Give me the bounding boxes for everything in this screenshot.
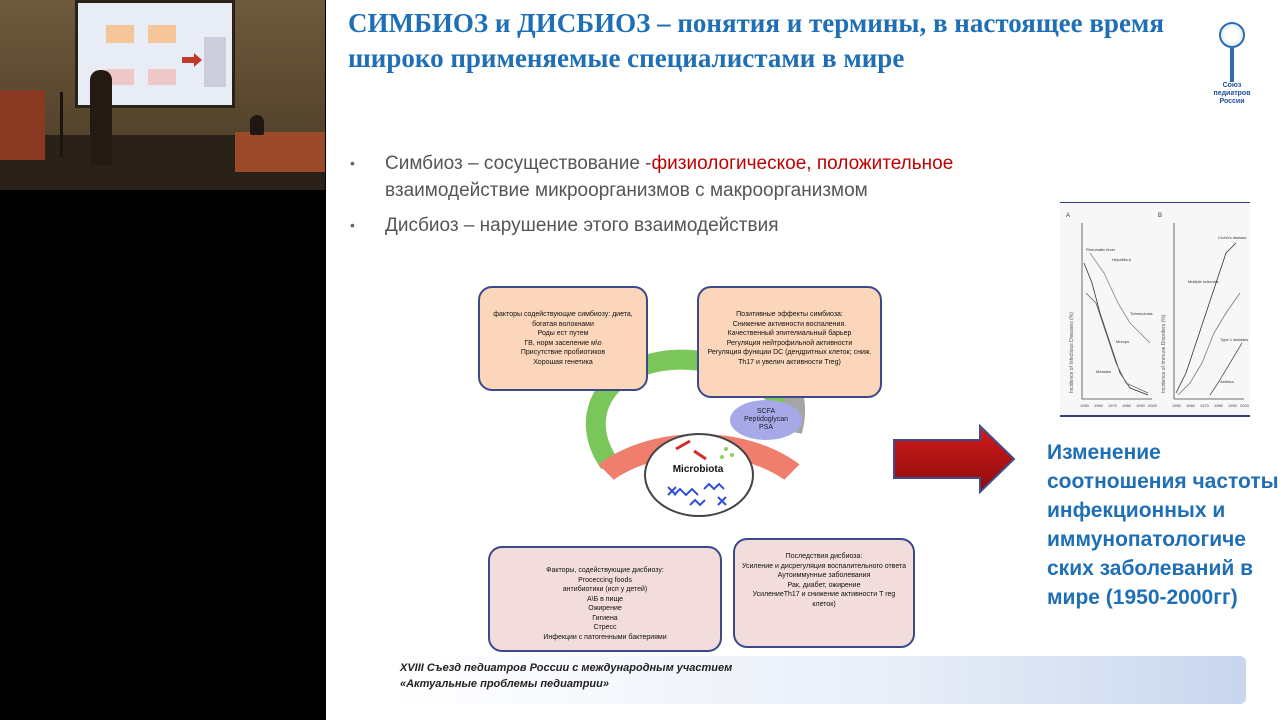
curve-a4: Mumps — [1116, 339, 1129, 344]
year-axis-a: 1950 1960 1970 1980 1990 2000 — [1080, 403, 1158, 408]
dysbiosis-factors-box: Факторы, содействующие дисбиозу: Procecc… — [488, 546, 722, 652]
logo-text: Союз педиатров России — [1213, 82, 1251, 105]
symbiosis-factors-box: факторы содействующие симбиозу: диета, б… — [478, 286, 648, 391]
panel-b-ylabel: Incidence of Immune Disorders (%) — [1161, 314, 1167, 393]
slide-title: СИМБИОЗ и ДИСБИОЗ – понятия и термины, в… — [348, 8, 1164, 73]
microbiota-label: Microbiota — [672, 464, 724, 475]
footer-band — [386, 656, 1246, 704]
footer-line-2: «Актуальные проблемы педиатрии» — [400, 678, 609, 690]
year-tick: 2000 — [1240, 403, 1250, 408]
symbiosis-diagram: факторы содействующие симбиозу: диета, б… — [392, 282, 1002, 707]
year-tick: 1950 — [1172, 403, 1182, 408]
year-tick: 1990 — [1136, 403, 1146, 408]
bullet-dot-icon: • — [350, 217, 355, 233]
globe-icon — [1219, 22, 1245, 48]
curve-b2: Multiple sclerosis — [1188, 279, 1218, 284]
microbes-illustration — [667, 439, 734, 507]
bullet-symbiosis-prefix: Симбиоз – сосуществование - — [385, 153, 652, 174]
year-tick: 2000 — [1148, 403, 1158, 408]
microbiota-circle — [644, 433, 754, 517]
year-tick: 1990 — [1228, 403, 1238, 408]
curve-a3: Tuberculosis — [1130, 311, 1153, 316]
year-axis-b: 1950 1960 1970 1980 1990 2000 — [1172, 403, 1250, 408]
speaker-video-feed — [0, 0, 325, 190]
video-lectern — [60, 92, 81, 157]
video-audience-person — [250, 115, 264, 135]
video-speaker — [90, 70, 112, 165]
year-tick: 1950 — [1080, 403, 1090, 408]
bullet-symbiosis-line2: взаимодействие микроорганизмов с макроор… — [385, 180, 868, 201]
dysbiosis-effects-box: Последствия дисбиоза: Усиление и дисрегу… — [733, 538, 915, 648]
curve-a5: Measles — [1096, 369, 1111, 374]
video-podium — [0, 90, 45, 160]
footer-line-1: XVIII Съезд педиатров России с междунаро… — [400, 662, 733, 674]
epidemiology-figure-svg: A B Incidence of Infectious Diseases (%)… — [1066, 213, 1250, 408]
conclusion-text: Изменение соотношения частоты инфекционн… — [1047, 441, 1279, 609]
video-screen-miniature — [106, 25, 226, 87]
curve-a1: Rheumatic fever — [1086, 247, 1116, 252]
bullet-symbiosis-highlight: физиологическое, положительное — [651, 153, 954, 174]
year-tick: 1970 — [1200, 403, 1210, 408]
panel-b-label: B — [1158, 213, 1162, 219]
presentation-slide: СИМБИОЗ и ДИСБИОЗ – понятия и термины, в… — [326, 0, 1280, 720]
curve-b4: Asthma — [1220, 379, 1234, 384]
scfa-ellipse: SCFA Peptidoglycan PSA — [730, 400, 802, 440]
bullet-symbiosis: • Симбиоз – сосуществование -физиологиче… — [346, 150, 1066, 204]
bullet-dysbiosis: • Дисбиоз – нарушение этого взаимодейств… — [346, 212, 1066, 239]
congress-footer: XVIII Съезд педиатров России с междунаро… — [400, 660, 732, 692]
year-tick: 1960 — [1094, 403, 1104, 408]
year-tick: 1980 — [1214, 403, 1224, 408]
year-tick: 1960 — [1186, 403, 1196, 408]
bullet-dot-icon: • — [350, 155, 355, 171]
pediatric-union-logo: Союз педиатров России — [1212, 22, 1252, 122]
curve-b3: Type 1 diabetes — [1220, 337, 1248, 342]
right-arrow-icon — [893, 424, 1016, 494]
video-table — [235, 132, 325, 172]
curve-b1: Crohn's disease — [1218, 235, 1247, 240]
panel-a-ylabel: Incidence of Infectious Diseases (%) — [1069, 312, 1075, 393]
bullet-dysbiosis-text: Дисбиоз – нарушение этого взаимодействия — [385, 215, 779, 236]
figure-icon — [1230, 48, 1234, 82]
positive-effects-box: Позитивные эффекты симбиоза: Снижение ак… — [697, 286, 882, 398]
panel-a-label: A — [1066, 213, 1070, 219]
curve-a2: Hepatitis A — [1112, 257, 1131, 262]
bullet-list: • Симбиоз – сосуществование -физиологиче… — [346, 150, 1066, 247]
epidemiology-figure: A B Incidence of Infectious Diseases (%)… — [1060, 202, 1250, 417]
year-tick: 1970 — [1108, 403, 1118, 408]
year-tick: 1980 — [1122, 403, 1132, 408]
